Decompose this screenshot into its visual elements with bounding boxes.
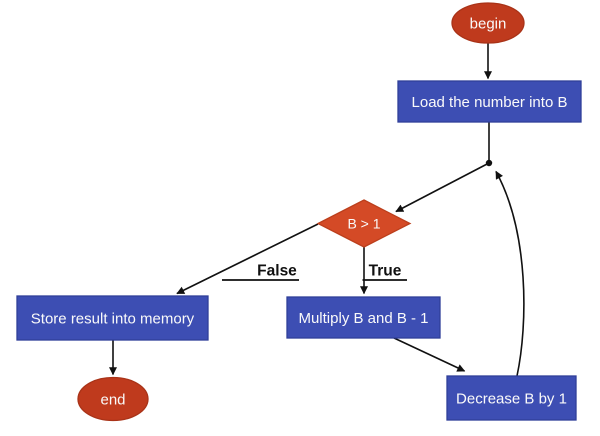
load-label: Load the number into B [412, 94, 568, 111]
false-label: False [257, 263, 297, 280]
node-store: Store result into memory [16, 295, 209, 341]
store-label: Store result into memory [31, 311, 195, 328]
edge-labels: False True [222, 263, 407, 281]
node-end: end [77, 376, 149, 422]
decrease-process-shape [446, 375, 577, 421]
decision-diamond-shape [316, 199, 412, 248]
true-label: True [369, 263, 402, 280]
node-begin: begin [451, 2, 525, 44]
decision-label: B > 1 [347, 216, 380, 232]
node-decision: B > 1 [316, 199, 412, 248]
node-multiply: Multiply B and B - 1 [286, 296, 441, 339]
node-load: Load the number into B [397, 80, 582, 123]
decrease-label: Decrease B by 1 [456, 391, 567, 408]
load-process-shape [397, 80, 582, 123]
edge-decision-to-store-false [176, 223, 319, 295]
edge-junction-to-decision [395, 162, 490, 213]
end-label: end [100, 392, 125, 409]
edge-decrease-loop-to-junction [495, 170, 525, 377]
multiply-label: Multiply B and B - 1 [298, 310, 428, 327]
node-decrease: Decrease B by 1 [446, 375, 577, 421]
end-terminal-shape [77, 376, 149, 422]
multiply-process-shape [286, 296, 441, 339]
begin-terminal-shape [451, 2, 525, 44]
edges [109, 43, 525, 377]
store-process-shape [16, 295, 209, 341]
edge-multiply-to-decrease [393, 337, 466, 372]
begin-label: begin [470, 16, 507, 33]
